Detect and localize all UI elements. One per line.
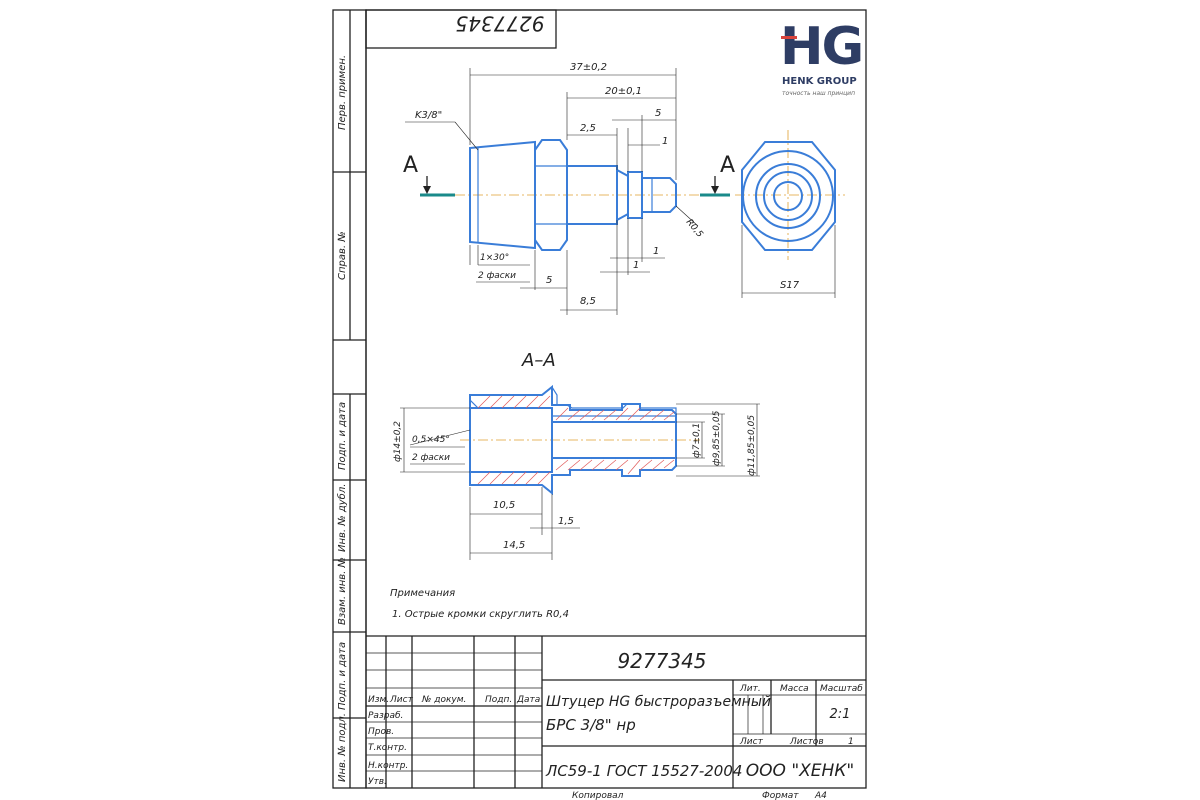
tb-row-tkontr: Т.контр.	[368, 743, 407, 753]
sheet-frame	[365, 9, 867, 789]
notes-item-1: 1. Острые кромки скруглить R0,4	[392, 609, 569, 620]
tb-kopiroval: Копировал	[572, 791, 624, 800]
tb-format-value: А4	[814, 791, 827, 800]
tb-col-izm: Изм.	[368, 695, 389, 705]
dim-d7: ф7±0,1	[692, 423, 702, 458]
dim-8-5: 8,5	[580, 296, 596, 307]
dim-l105: 10,5	[493, 500, 515, 511]
side-label-inv-dubl: Инв. № дубл.	[336, 484, 348, 552]
dim-5-top: 5	[655, 108, 661, 119]
thread-label: K3/8"	[415, 110, 442, 121]
tb-row-nkontr: Н.контр.	[368, 761, 408, 771]
tb-col-list: Лист	[389, 695, 414, 705]
tb-format-label: Формат	[762, 791, 799, 800]
dim-2-5: 2,5	[580, 123, 596, 134]
title-block: 9277345 Штуцер HG быстроразъемный БРС 3/…	[366, 635, 866, 800]
tb-name-line1: Штуцер HG быстроразъемный	[546, 694, 771, 710]
dim-d985: ф9,85±0,05	[712, 410, 722, 466]
side-view: A A 37±0,2 20±0,1 5 2,5 1 R0,5 K3/8" 1×3…	[403, 62, 735, 315]
tb-listov-value: 1	[848, 737, 854, 747]
tb-listov-label: Листов	[789, 737, 824, 747]
side-label-vzam: Взам. инв. №	[337, 557, 348, 625]
side-label-perv: Перв. примен.	[337, 55, 348, 130]
tb-name-line2: БРС 3/8" нр	[546, 716, 636, 734]
tb-list-label: Лист	[739, 737, 764, 747]
dim-1-top: 1	[662, 136, 668, 147]
dim-d1185: ф11,85±0,05	[747, 415, 757, 476]
notes-heading: Примечания	[390, 588, 455, 599]
section-view: ф14±0,2 0,5×45° 2 фаски ф7±0,1 ф9,85±0,0…	[393, 384, 760, 560]
dim-chamfer-aa: 0,5×45°	[412, 435, 450, 445]
dim-chamfer: 1×30°	[480, 253, 509, 263]
logo-tagline: точность наш принцип	[782, 90, 855, 97]
end-view: S17	[735, 130, 845, 298]
tb-col-sign: Подп.	[485, 695, 512, 705]
logo-company: HENK GROUP	[782, 76, 857, 87]
tb-massa: Масса	[780, 684, 809, 694]
dim-chamfer-note-aa: 2 фаски	[412, 453, 450, 463]
side-label-inv-podl: Инв. № подл.	[337, 713, 348, 782]
dim-radius: R0,5	[684, 218, 705, 240]
dim-20: 20±0,1	[605, 86, 642, 97]
tb-col-date: Дата	[516, 695, 540, 705]
tb-col-docnum: № докум.	[421, 695, 466, 705]
tb-row-prov: Пров.	[368, 727, 394, 737]
tb-company: ООО "ХЕНК"	[746, 761, 854, 781]
dim-overall: 37±0,2	[570, 62, 607, 73]
section-mark-left: A	[403, 153, 418, 178]
tb-scale-value: 2:1	[830, 707, 851, 722]
dim-1-b2: 1	[633, 260, 639, 271]
dim-1-b1: 1	[653, 246, 659, 257]
dim-l15: 1,5	[558, 516, 574, 527]
logo-mark: HG	[780, 17, 862, 77]
henk-group-logo: HG HENK GROUP точность наш принцип	[780, 17, 864, 97]
side-label-podp1: Подп. и дата	[337, 402, 348, 470]
dim-chamfer-note: 2 фаски	[478, 271, 516, 281]
section-title: А–А	[521, 350, 556, 371]
tb-material: ЛС59-1 ГОСТ 15527-2004	[545, 762, 742, 780]
dim-s17: S17	[780, 280, 800, 291]
tb-number: 9277345	[617, 649, 706, 673]
tb-masshtab: Масштаб	[820, 684, 863, 694]
dim-5-bottom: 5	[546, 275, 552, 286]
dim-d14: ф14±0,2	[393, 421, 403, 462]
drawing-number-rotated: 9277345	[455, 12, 544, 36]
side-label-podp2: Подп. и дата	[337, 642, 348, 710]
tb-row-utv: Утв.	[368, 777, 387, 787]
tb-lit: Лит.	[739, 684, 761, 694]
section-mark-right: A	[720, 153, 735, 178]
tb-row-razrab: Разраб.	[368, 711, 403, 721]
dim-l145: 14,5	[503, 540, 525, 551]
side-label-sprav: Справ. №	[337, 231, 348, 280]
